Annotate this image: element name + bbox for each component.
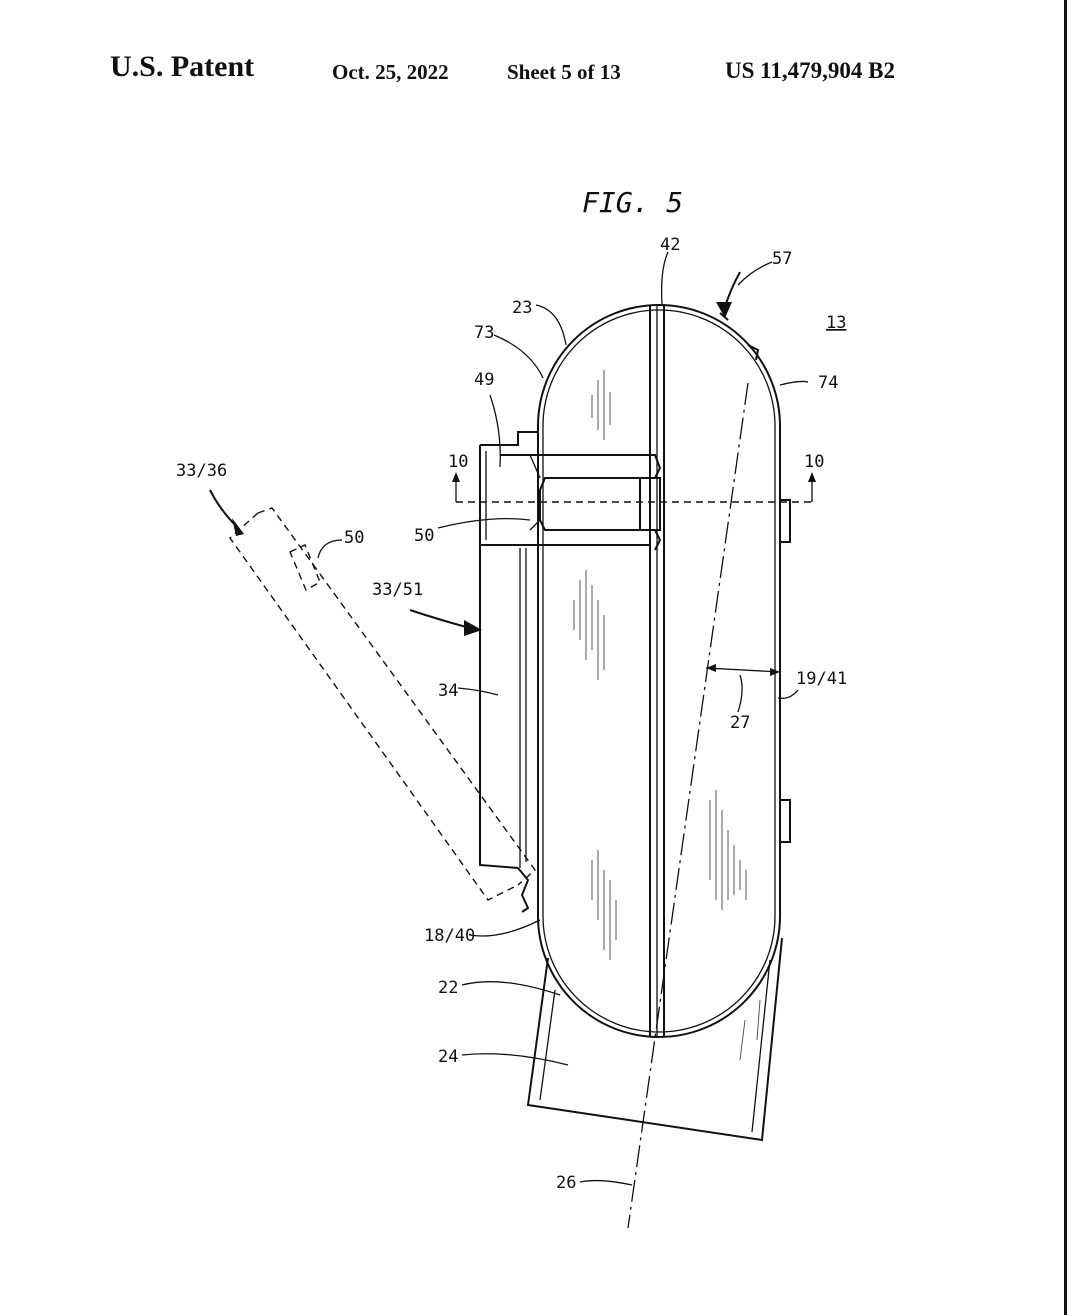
- leader-lines: [317, 251, 809, 1186]
- label-19-41: 19/41: [796, 669, 847, 689]
- reference-labels: 42 57 13 23 73 74 49 10 10 33/36 50 50 3…: [176, 235, 847, 1193]
- label-13: 13: [826, 313, 846, 333]
- header-patent-label: U.S. Patent: [110, 50, 255, 83]
- label-74: 74: [818, 373, 838, 393]
- stand-base: [526, 937, 783, 1142]
- side-panel-34: [479, 545, 530, 913]
- label-24: 24: [438, 1047, 458, 1067]
- label-26: 26: [556, 1173, 576, 1193]
- label-33-36: 33/36: [176, 461, 227, 481]
- label-42: 42: [660, 235, 680, 255]
- section-line-10: [452, 472, 816, 503]
- axis-line-26: [627, 382, 749, 1229]
- label-10-right: 10: [804, 452, 824, 472]
- handle-assembly: [479, 431, 662, 551]
- header-patent-number: US 11,479,904 B2: [725, 58, 895, 83]
- label-73: 73: [474, 323, 494, 343]
- angle-27-dimension: [705, 664, 781, 676]
- shading-marks: [573, 370, 747, 960]
- label-22: 22: [438, 978, 458, 998]
- label-57: 57: [772, 249, 792, 269]
- figure-title: FIG. 5: [582, 186, 683, 219]
- label-50-dashed: 50: [344, 528, 364, 548]
- header-sheet-number: Sheet 5 of 13: [507, 60, 621, 84]
- tilted-panel-dashed: [229, 507, 536, 901]
- main-capsule-body: [537, 304, 791, 1038]
- label-34: 34: [438, 681, 458, 701]
- label-50-handle: 50: [414, 526, 434, 546]
- label-27: 27: [730, 713, 750, 733]
- label-33-51: 33/51: [372, 580, 423, 600]
- arrows: [209, 271, 741, 636]
- label-10-left: 10: [448, 452, 468, 472]
- label-49: 49: [474, 370, 494, 390]
- label-18-40: 18/40: [424, 926, 475, 946]
- header-date: Oct. 25, 2022: [332, 60, 449, 84]
- page-border: [1064, 0, 1067, 1315]
- label-23: 23: [512, 298, 532, 318]
